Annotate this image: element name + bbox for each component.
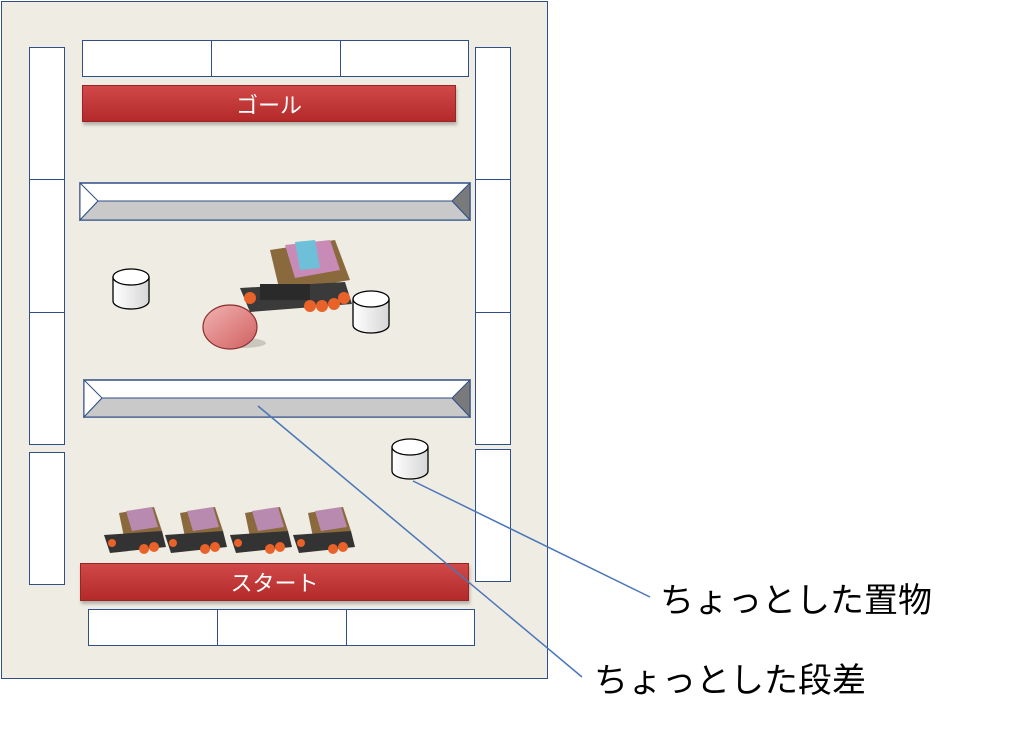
robot-icon [104, 507, 166, 554]
right-wall-segment [475, 47, 511, 180]
step-callout-label: ちょっとした段差 [594, 661, 866, 701]
start-banner: スタート [80, 563, 469, 601]
bottom-wall-segment [88, 609, 218, 646]
top-wall-segment [82, 40, 212, 77]
step-bump-upper [78, 181, 472, 222]
right-wall-segment [475, 179, 511, 313]
robot-icon [293, 507, 355, 554]
robot-icon [230, 507, 292, 554]
robot-icon [240, 240, 352, 312]
object-callout-label: ちょっとした置物 [660, 581, 932, 621]
ball-icon [202, 304, 266, 350]
bottom-wall-segment [217, 609, 347, 646]
step-bump-lower [82, 378, 472, 419]
step-leader-line [257, 405, 583, 678]
right-wall-segment [475, 312, 511, 445]
left-wall-segment [29, 47, 65, 180]
top-wall-segment [340, 40, 469, 77]
goal-banner: ゴール [82, 85, 456, 122]
left-wall-segment [29, 179, 65, 313]
left-wall-segment [29, 452, 65, 585]
cylinder-icon [352, 290, 390, 334]
object-leader-line [412, 480, 651, 598]
robot-icon [165, 507, 227, 554]
bottom-wall-segment [346, 609, 475, 646]
right-wall-segment [475, 449, 511, 582]
cylinder-icon [391, 438, 429, 480]
left-wall-segment [29, 312, 65, 445]
top-wall-segment [211, 40, 341, 77]
cylinder-icon [112, 268, 150, 310]
